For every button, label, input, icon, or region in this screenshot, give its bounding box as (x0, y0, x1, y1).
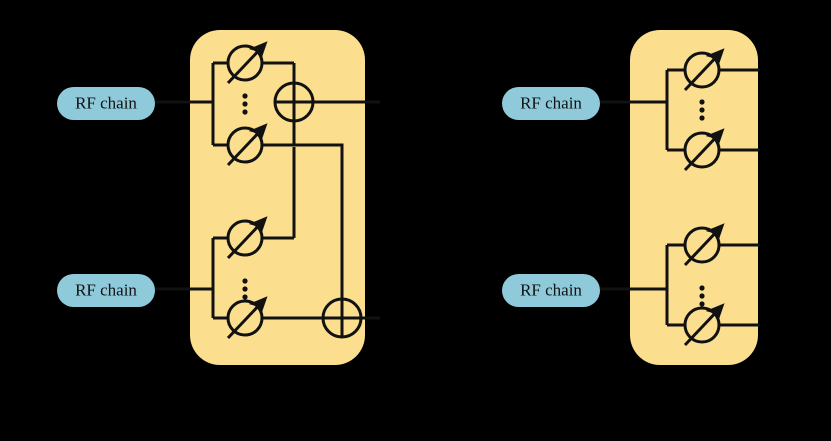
rf-chain-pill-right-bottom[interactable]: RF chain (502, 274, 600, 307)
phase-shifter-icon (226, 41, 268, 85)
rf-chain-pill-shape (57, 274, 155, 307)
signal-adder-icon (321, 297, 363, 339)
vertical-ellipsis-icon (699, 99, 705, 121)
phase-shifter-icon (683, 223, 725, 267)
phase-shifter-icon (226, 296, 268, 340)
fully-connected-panel: RF chain RF chain (57, 30, 380, 365)
analog-network-box-left (190, 30, 365, 365)
rf-chain-pill-shape (502, 87, 600, 120)
cross-link-top-to-bottom (294, 143, 344, 299)
rf-chain-label: RF chain (75, 280, 137, 299)
rf-chain-pill-shape (57, 87, 155, 120)
rf-chain-pill-right-top[interactable]: RF chain (502, 87, 600, 120)
rf-chain-pill-left-top[interactable]: RF chain (57, 87, 155, 120)
phase-shifter-icon (683, 303, 725, 347)
wiring-right (600, 68, 760, 327)
rf-chain-label: RF chain (520, 280, 582, 299)
signal-adder-icon (273, 81, 315, 123)
wiring-left (155, 61, 380, 320)
rf-chain-label: RF chain (520, 93, 582, 112)
analog-network-box-right (630, 30, 758, 365)
vertical-ellipsis-icon (242, 278, 248, 300)
rf-chain-label: RF chain (75, 93, 137, 112)
phase-shifter-icon (226, 123, 268, 167)
phase-shifter-icon (683, 48, 725, 92)
phase-shifter-icon (683, 128, 725, 172)
partially-connected-panel: RF chain RF chain (502, 30, 760, 365)
phase-shifter-icon (226, 216, 268, 260)
rf-chain-pill-left-bottom[interactable]: RF chain (57, 274, 155, 307)
vertical-ellipsis-icon (699, 285, 705, 307)
vertical-ellipsis-icon (242, 93, 248, 115)
rf-chain-pill-shape (502, 274, 600, 307)
